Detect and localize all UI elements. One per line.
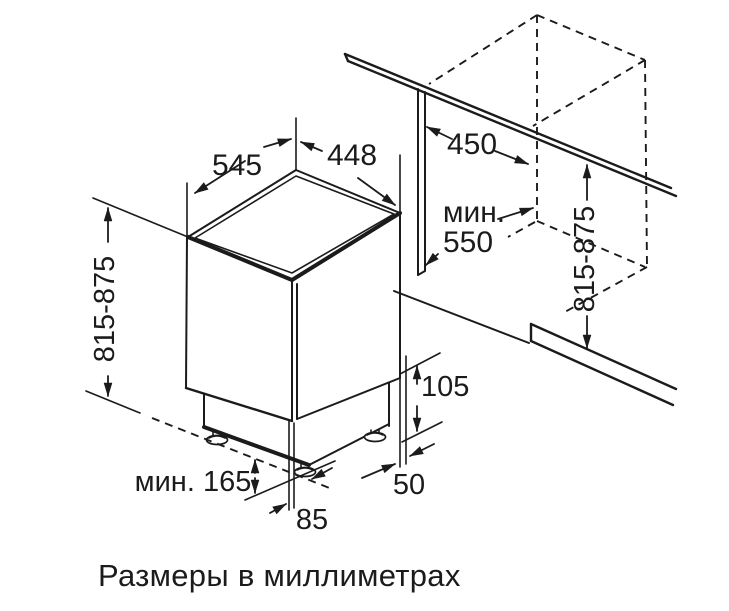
- dimension-niche-width-450: 450: [426, 126, 529, 165]
- niche-dashed-box: [428, 14, 648, 314]
- dimension-base-recess-50: 50: [361, 443, 435, 501]
- toe-kick-lower-extension: [244, 460, 336, 501]
- dim-niche-depth-prefix: мин.: [443, 196, 505, 229]
- niche-floor-edge: [393, 290, 530, 344]
- dimension-width-448: 448: [300, 139, 396, 206]
- dimension-niche-depth-550: мин. 550: [425, 196, 534, 266]
- foot-pad: [208, 435, 226, 439]
- diagram-caption: Размеры в миллиметрах: [98, 558, 461, 593]
- plinth-bottom-edge: [529, 339, 675, 407]
- height-left-top-extension: [92, 197, 189, 238]
- extension-lines: [85, 117, 443, 511]
- dim-height-right-label: 815-875: [569, 206, 601, 312]
- countertop: [343, 52, 678, 198]
- dimension-foot-offset-85: 85: [269, 467, 333, 536]
- dim-base-recess-label: 50: [393, 469, 425, 501]
- top-face-inner-rim: [194, 175, 395, 274]
- base-height-bottom-extension: [401, 421, 443, 443]
- dimension-toe-kick-165: мин. 165: [135, 459, 260, 498]
- niche-top-left-edge: [428, 14, 538, 85]
- cabinet-side-panel: [417, 88, 426, 276]
- arrow-left: [194, 160, 246, 194]
- dim-niche-width-label: 450: [447, 128, 497, 161]
- foot-pad: [366, 432, 384, 436]
- niche-bottom-back-edge: [536, 220, 646, 268]
- niche-vertical-right-edge: [644, 59, 648, 268]
- dim-width-label: 448: [327, 139, 377, 172]
- dim-depth-label: 545: [212, 149, 262, 182]
- adjustable-foot-right: [363, 429, 387, 443]
- arrow-left: [361, 463, 396, 479]
- arrow-right: [494, 150, 529, 165]
- arrow-down: [425, 252, 439, 266]
- niche-top-back-edge: [536, 14, 646, 61]
- dim-base-height-label: 105: [421, 371, 469, 403]
- dimension-depth-545: 545: [194, 138, 292, 194]
- right-face-bottom-edge: [296, 377, 401, 420]
- countertop-end-cap: [343, 52, 350, 63]
- dim-foot-offset-label: 85: [296, 504, 328, 536]
- arrow-right: [263, 138, 292, 148]
- side-panel-bottom-edge: [417, 270, 426, 276]
- arrow-left: [269, 503, 287, 515]
- countertop-top-edge: [343, 52, 673, 190]
- plinth-top-edge: [529, 322, 678, 391]
- top-back-right-edge: [295, 169, 401, 214]
- niche-bottom-right-edge: [562, 266, 648, 314]
- dim-niche-depth-value: 550: [443, 226, 493, 259]
- dimension-base-height-105: 105: [412, 365, 469, 432]
- dishwasher-body: [184, 169, 402, 478]
- arrow-right: [311, 467, 333, 480]
- arrow-left: [426, 126, 453, 140]
- arrow-right: [357, 177, 396, 206]
- floor-extension-solid: [85, 390, 141, 414]
- panel-bottom-dashed-line: [151, 417, 333, 490]
- niche-top-right-edge: [532, 59, 646, 127]
- base-front-right-edge: [308, 423, 390, 466]
- dim-height-left-label: 815-875: [89, 256, 121, 362]
- arrow-up: [497, 207, 534, 220]
- plinth-board: [529, 322, 678, 407]
- dim-toe-kick-label: мин. 165: [135, 466, 252, 498]
- niche-bottom-left-edge: [507, 221, 536, 238]
- dimension-height-right: 815-875: [569, 164, 601, 349]
- top-back-left-edge: [187, 169, 297, 238]
- arrow-left: [300, 141, 323, 152]
- arrow-right: [409, 443, 435, 457]
- left-front-edge: [185, 236, 188, 389]
- countertop-bottom-edge: [346, 59, 678, 198]
- dimension-height-left: 815-875: [89, 207, 121, 397]
